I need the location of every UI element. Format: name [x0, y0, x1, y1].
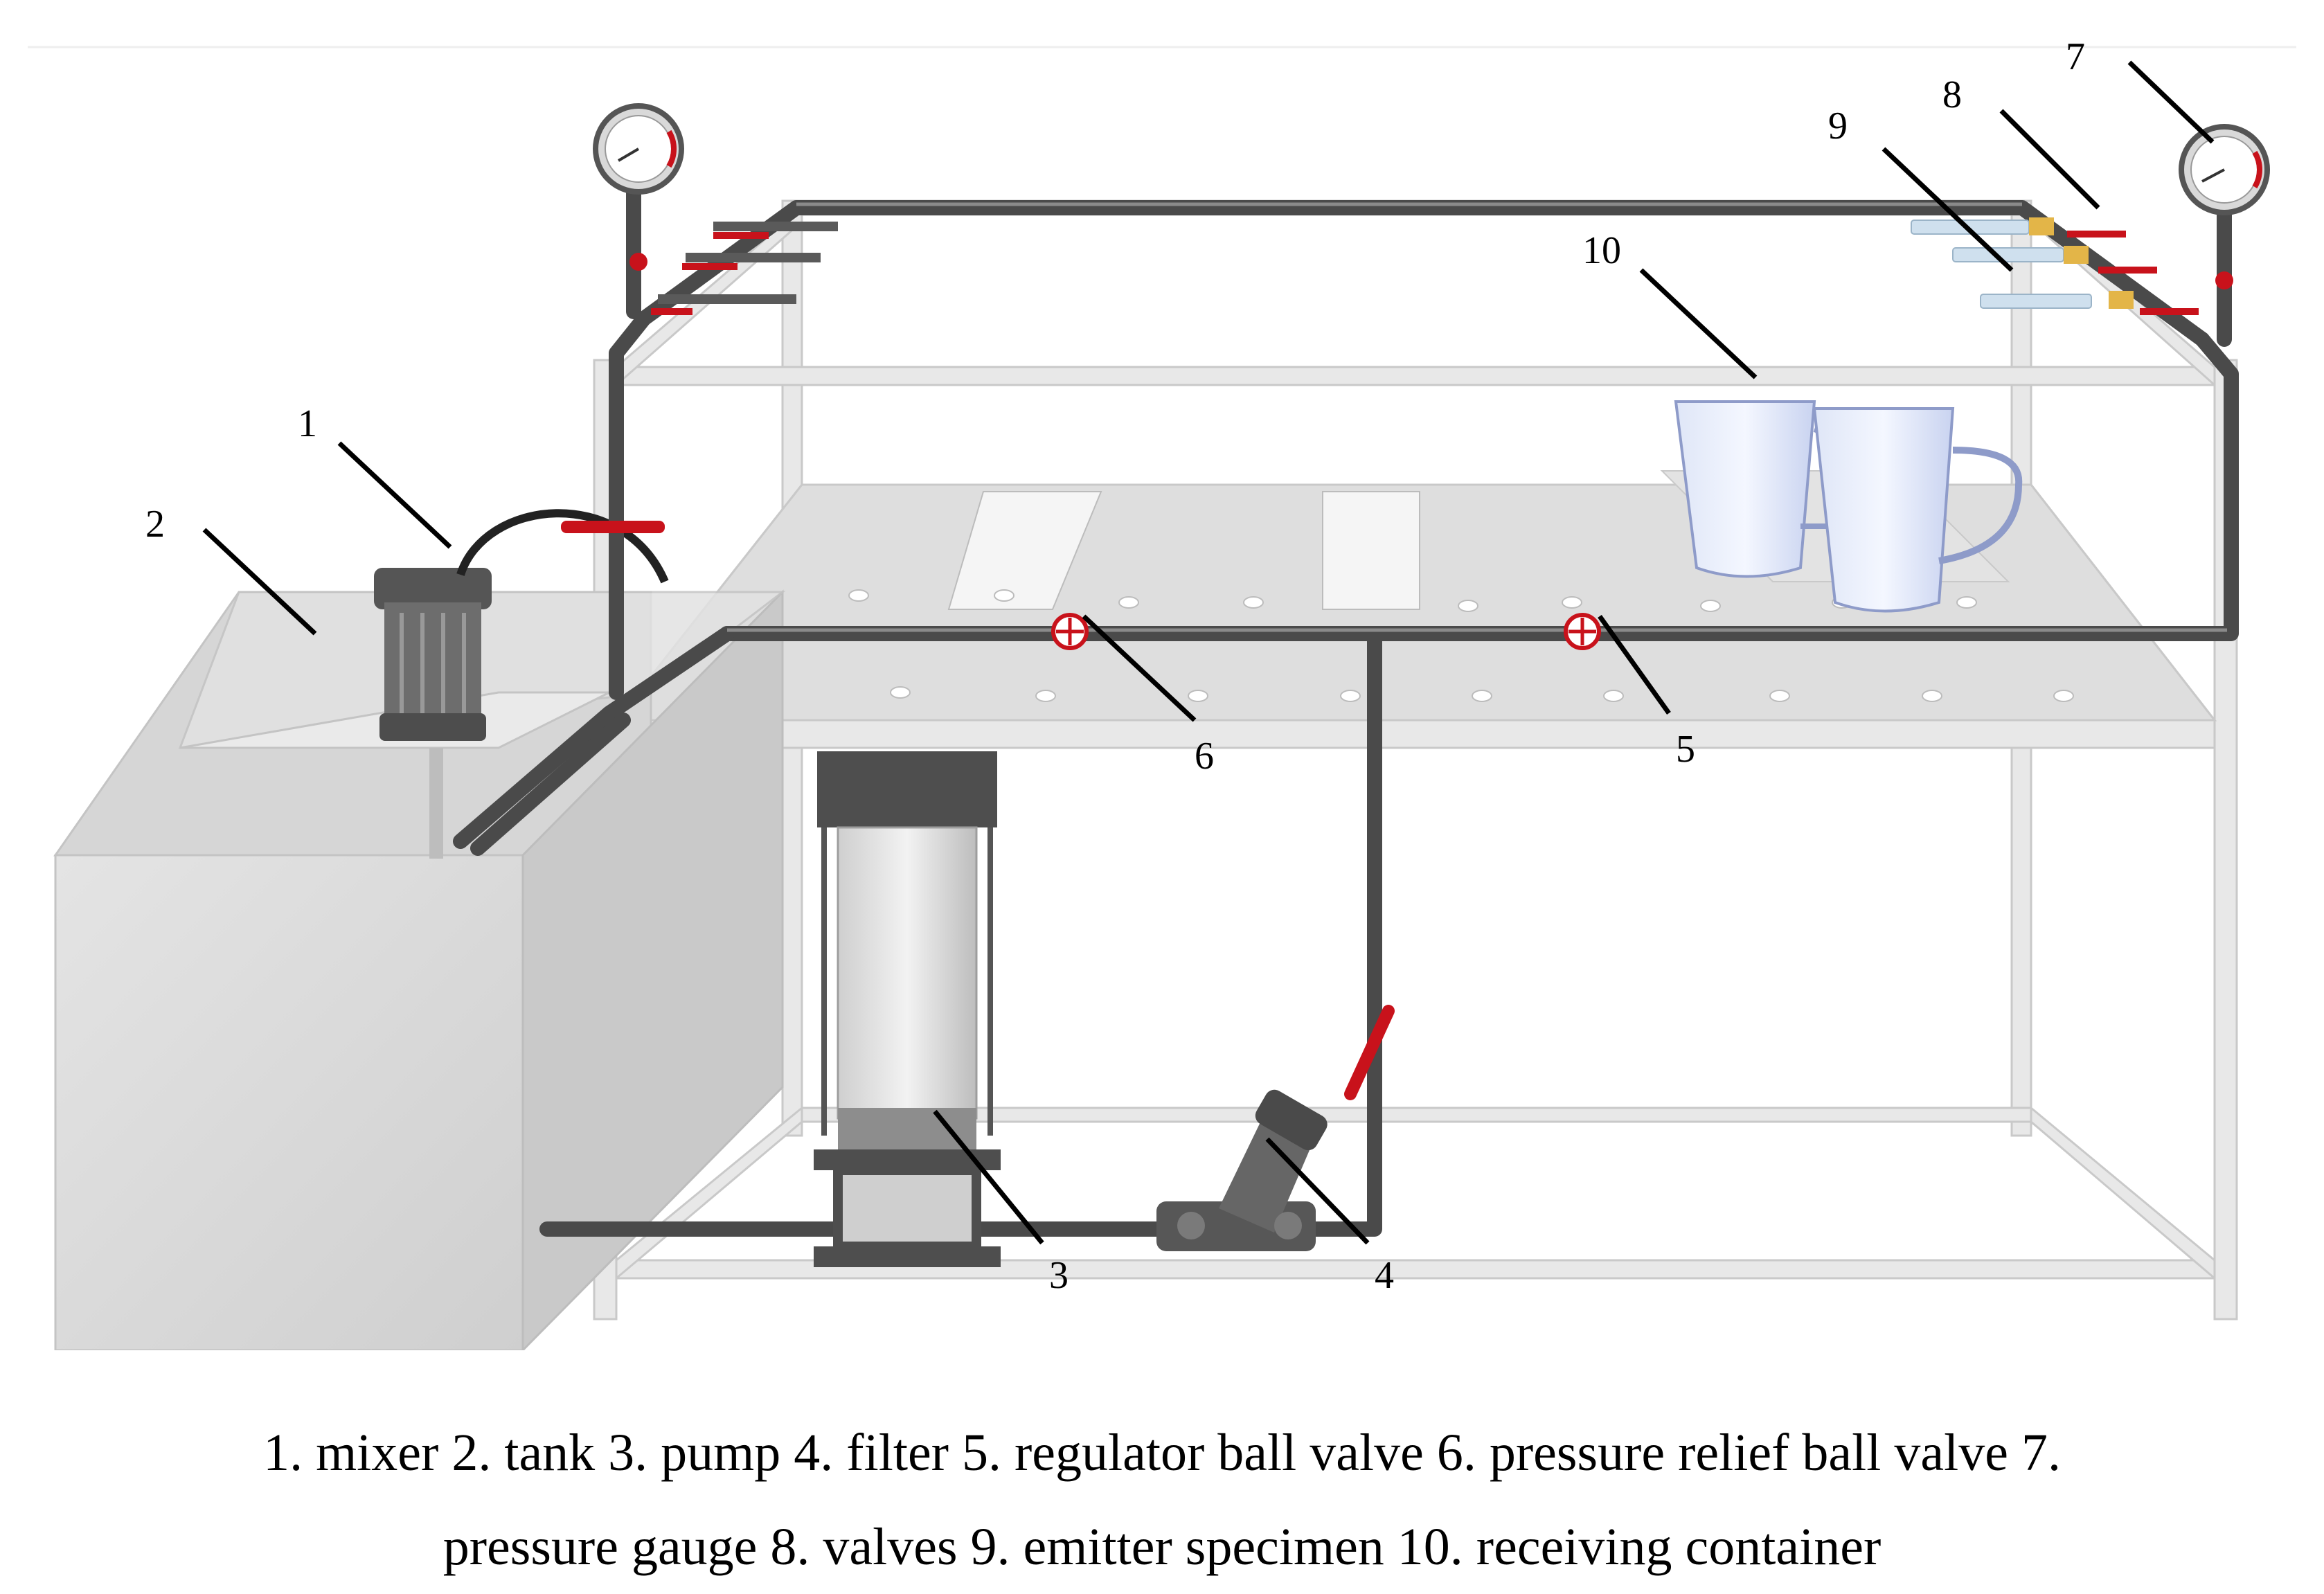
receiving-containers	[1660, 400, 2023, 613]
legend-line-2: pressure gauge 8. valves 9. emitter spec…	[443, 1518, 1881, 1576]
pressure-gauge-left	[593, 103, 684, 271]
callout-2: 2	[145, 503, 165, 546]
outlet-valves	[2029, 217, 2199, 315]
callout-4: 4	[1375, 1254, 1394, 1297]
callout-8: 8	[1942, 73, 1962, 116]
callout-5: 5	[1676, 728, 1695, 771]
figure-legend: 1. mixer 2. tank 3. pump 4. filter 5. re…	[0, 1406, 2324, 1594]
callout-leader-lines	[202, 60, 2215, 1245]
pressure-relief-ball-valve	[1051, 613, 1089, 650]
callout-3: 3	[1049, 1254, 1069, 1297]
y-filter	[1156, 1089, 1328, 1251]
ball-valve-riser	[561, 521, 665, 533]
regulator-ball-valve	[1564, 613, 1601, 650]
left-manifold-outlets	[651, 222, 838, 315]
callout-10: 10	[1582, 229, 1621, 272]
filter-inlet-valve	[1344, 1005, 1395, 1100]
mixer	[374, 509, 669, 859]
emitter-shelf-holes	[758, 491, 2074, 702]
experimental-setup-diagram: 1 2 3 4 5 6 7 8 9 10	[28, 35, 2296, 1350]
callout-7: 7	[2066, 35, 2085, 78]
callout-9: 9	[1828, 105, 1848, 147]
legend-line-1: 1. mixer 2. tank 3. pump 4. filter 5. re…	[263, 1424, 2061, 1482]
pipe-highlight	[727, 202, 2227, 632]
pump	[814, 751, 1001, 1267]
pressure-gauge-right	[2179, 124, 2270, 289]
callout-6: 6	[1195, 735, 1214, 778]
callout-1: 1	[298, 402, 317, 445]
